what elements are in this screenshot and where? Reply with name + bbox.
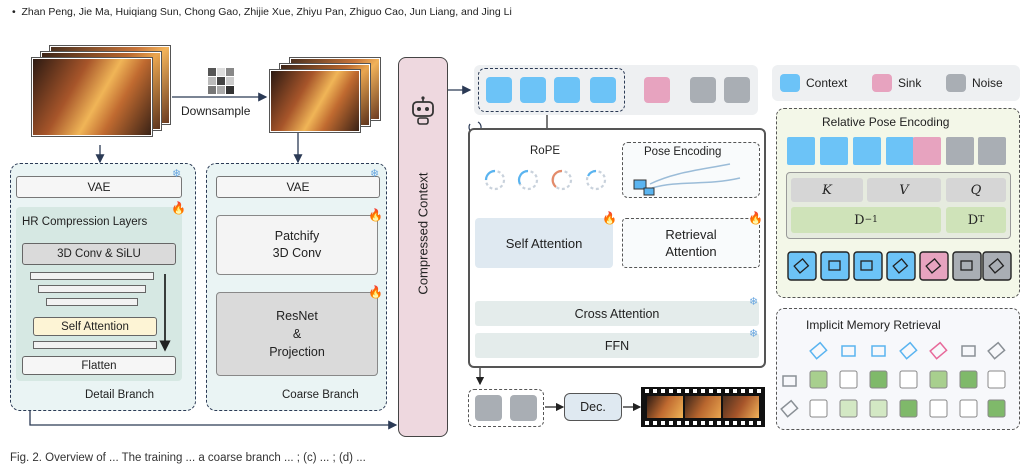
context-token (853, 137, 881, 165)
fire-icon: 🔥 (368, 285, 383, 299)
legend-context-label: Context (806, 76, 848, 90)
coarse-vae-box: VAE (216, 176, 380, 198)
context-token-group (478, 68, 625, 112)
compressed-context-box (398, 57, 448, 437)
output-token-group (468, 389, 544, 427)
v-cell: V (867, 178, 941, 202)
camera-trajectory-icon (630, 162, 754, 196)
resnet-line2: & (292, 327, 302, 341)
snowflake-icon: ❄ (749, 296, 759, 308)
lr-video-frames (270, 58, 380, 140)
authors-text: Zhan Peng, Jie Ma, Huiqiang Sun, Chong G… (21, 6, 512, 18)
resnet-line1: ResNet (276, 309, 318, 323)
figure-caption-partial: Fig. 2. Overview of ... The training ...… (10, 452, 1020, 465)
patchify-line2: 3D Conv (272, 246, 322, 260)
pyramid-layer (38, 285, 146, 293)
caption-text: Fig. 2. Overview of ... The training ...… (10, 452, 366, 464)
fire-icon: 🔥 (171, 201, 186, 215)
resnet-line3: Projection (269, 345, 325, 359)
legend-sink-label: Sink (898, 76, 922, 90)
camera-pose-tokens (787, 250, 1012, 282)
patchify-box (216, 215, 378, 275)
downsample-icon (208, 68, 234, 94)
retrieval-attention-label: Retrieval Attention (622, 220, 760, 266)
pose-encoding-label: Pose Encoding (644, 146, 722, 158)
context-token (590, 77, 616, 103)
patchify-label: Patchify 3D Conv (216, 220, 378, 270)
fire-icon: 🔥 (602, 211, 617, 225)
robot-icon (410, 96, 436, 126)
detail-vae-box: VAE (16, 176, 182, 198)
hr-video-frames (32, 46, 172, 146)
decoder-box: Dec. (564, 393, 622, 421)
noise-token (978, 137, 1006, 165)
snowflake-icon: ❄ (172, 168, 182, 180)
context-token (886, 137, 914, 165)
pyramid-layer (30, 272, 154, 280)
noise-token (475, 395, 502, 421)
snowflake-icon: ❄ (749, 328, 759, 340)
sink-token (913, 137, 941, 165)
q-cell: Q (946, 178, 1006, 202)
context-token (554, 77, 580, 103)
context-token (820, 137, 848, 165)
noise-token (510, 395, 537, 421)
context-token (787, 137, 815, 165)
fire-icon: 🔥 (368, 208, 383, 222)
retrieval-line2: Attention (665, 244, 717, 259)
retrieval-grid (780, 340, 1016, 426)
rope-label: RoPE (530, 145, 561, 157)
frame-front (270, 70, 360, 132)
rpe-title: Relative Pose Encoding (822, 115, 950, 129)
fire-icon: 🔥 (748, 211, 763, 225)
d-inv-base: D (854, 212, 865, 228)
noise-token (946, 137, 974, 165)
output-film-strip (641, 387, 765, 427)
detail-branch-caption: Detail Branch (85, 389, 155, 401)
pyramid-layer (46, 298, 138, 306)
flatten-box: Flatten (22, 356, 176, 375)
legend-noise-swatch (946, 74, 966, 92)
compressed-context-label: Compressed Context (415, 172, 431, 295)
coarse-branch-caption: Coarse Branch (282, 389, 359, 401)
k-cell: K (791, 178, 863, 202)
sink-token (644, 77, 670, 103)
cross-attention-box: Cross Attention (475, 301, 759, 326)
context-token (486, 77, 512, 103)
d-inverse-cell: D−1 (791, 207, 941, 233)
legend-noise-label: Noise (972, 76, 1003, 90)
d-t-base: D (967, 212, 979, 228)
self-attention-box-left: Self Attention (33, 317, 157, 336)
retrieval-attention-panel (622, 218, 760, 268)
hr-compression-panel (16, 207, 182, 381)
resnet-label: ResNet & Projection (216, 300, 378, 368)
ffn-box: FFN (475, 333, 759, 358)
author-line: • Zhan Peng, Jie Ma, Huiqiang Sun, Chong… (12, 6, 512, 18)
resnet-box (216, 292, 378, 376)
context-token (520, 77, 546, 103)
legend-sink-swatch (872, 74, 892, 92)
d-inv-exp: −1 (864, 215, 878, 225)
hr-compression-title: HR Compression Layers (22, 216, 148, 228)
noise-token (690, 77, 716, 103)
snowflake-icon: ❄ (370, 168, 380, 180)
self-attention-box: Self Attention (475, 218, 613, 268)
legend-context-swatch (780, 74, 800, 92)
conv-silu-box: 3D Conv & SiLU (22, 243, 176, 265)
d-t-exp: T (978, 215, 985, 225)
patchify-line1: Patchify (274, 229, 320, 243)
rope-dials (480, 166, 620, 194)
frame-front (32, 58, 152, 136)
retrieval-line1: Retrieval (665, 227, 717, 242)
imr-title: Implicit Memory Retrieval (806, 318, 941, 332)
thin-layer (33, 341, 157, 349)
legend-panel (772, 65, 1020, 101)
bullet: • (12, 6, 22, 18)
downsample-label: Downsample (181, 104, 251, 118)
noise-token (724, 77, 750, 103)
